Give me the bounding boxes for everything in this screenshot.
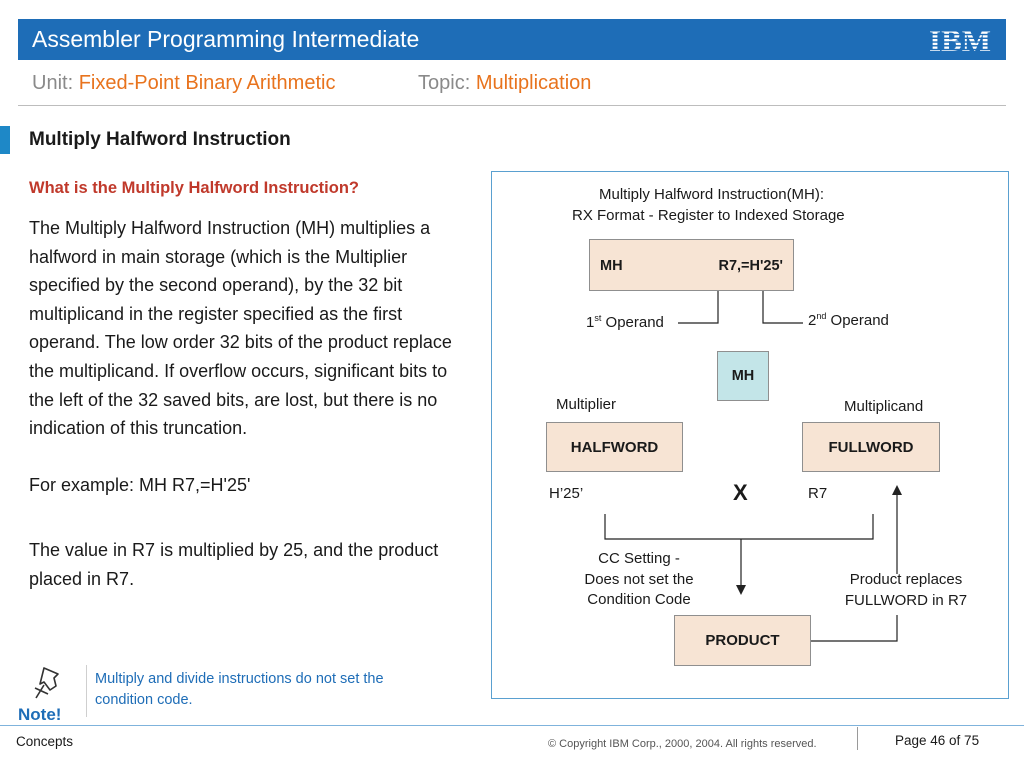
instruction-opcode: MH bbox=[600, 258, 623, 274]
section-title: Multiply Halfword Instruction bbox=[29, 129, 291, 150]
footer-section-label: Concepts bbox=[16, 734, 74, 749]
unit-label: Unit: bbox=[32, 72, 74, 94]
section-accent-bar bbox=[0, 126, 10, 154]
description-paragraph: The Multiply Halfword Instruction (MH) m… bbox=[29, 218, 452, 439]
cc-setting-note: CC Setting - Does not set the Condition … bbox=[584, 550, 694, 608]
halfword-box: HALFWORD bbox=[546, 422, 683, 472]
operand2-label: 2nd Operand bbox=[808, 311, 889, 329]
product-box: PRODUCT bbox=[674, 615, 811, 666]
result-paragraph: The value in R7 is multiplied by 25, and… bbox=[29, 540, 439, 589]
example-line: For example: MH R7,=H'25' bbox=[29, 474, 251, 495]
question-heading: What is the Multiply Halfword Instructio… bbox=[29, 179, 359, 197]
multiplier-label: Multiplier bbox=[556, 396, 617, 413]
halfword-value: H’25’ bbox=[549, 485, 584, 502]
topic-label: Topic: bbox=[418, 72, 471, 94]
header-divider bbox=[18, 105, 1006, 106]
title-bar: Assembler Programming Intermediate IBM bbox=[18, 19, 1006, 60]
arrow-up-icon bbox=[892, 485, 902, 495]
fullword-box: FULLWORD bbox=[802, 422, 940, 472]
page-number: Page 46 of 75 bbox=[895, 733, 980, 748]
footer-copyright: © Copyright IBM Corp., 2000, 2004. All r… bbox=[548, 738, 817, 750]
svg-text:IBM: IBM bbox=[929, 24, 991, 54]
topic: Topic: Multiplication bbox=[418, 72, 591, 95]
arrow-down-icon bbox=[736, 585, 746, 595]
note-label: Note! bbox=[18, 705, 61, 724]
unit-value: Fixed-Point Binary Arithmetic bbox=[78, 72, 336, 94]
diagram-heading-line1: Multiply Halfword Instruction(MH): bbox=[599, 186, 825, 203]
ibm-logo-icon: IBM bbox=[929, 24, 991, 54]
note-badge: Note! bbox=[14, 664, 94, 724]
note-divider bbox=[86, 665, 87, 717]
product-replaces-note: Product replaces FULLWORD in R7 bbox=[844, 571, 968, 609]
presentation-title: Assembler Programming Intermediate bbox=[32, 26, 420, 52]
times-symbol: X bbox=[733, 480, 748, 505]
body-text: What is the Multiply Halfword Instructio… bbox=[29, 177, 474, 622]
topic-value: Multiplication bbox=[475, 72, 592, 94]
mh-diagram: Multiply Halfword Instruction(MH): RX Fo… bbox=[491, 171, 1009, 699]
unit-topic-line: Unit: Fixed-Point Binary Arithmetic Topi… bbox=[32, 72, 591, 95]
operand1-label: 1st Operand bbox=[586, 313, 664, 331]
mh-box: MH bbox=[717, 351, 769, 401]
diagram-connectors bbox=[604, 284, 902, 642]
fullword-value: R7 bbox=[808, 485, 828, 502]
instruction-box: MH R7,=H'25' bbox=[589, 239, 794, 291]
pushpin-icon: Note! bbox=[18, 667, 61, 724]
diagram-heading-line2: RX Format - Register to Indexed Storage bbox=[572, 207, 845, 224]
footer-separator bbox=[857, 727, 858, 750]
multiplicand-label: Multiplicand bbox=[844, 398, 924, 415]
note-text: Multiply and divide instructions do not … bbox=[95, 671, 384, 708]
footer-divider bbox=[0, 725, 1024, 726]
instruction-operands: R7,=H'25' bbox=[718, 258, 783, 274]
